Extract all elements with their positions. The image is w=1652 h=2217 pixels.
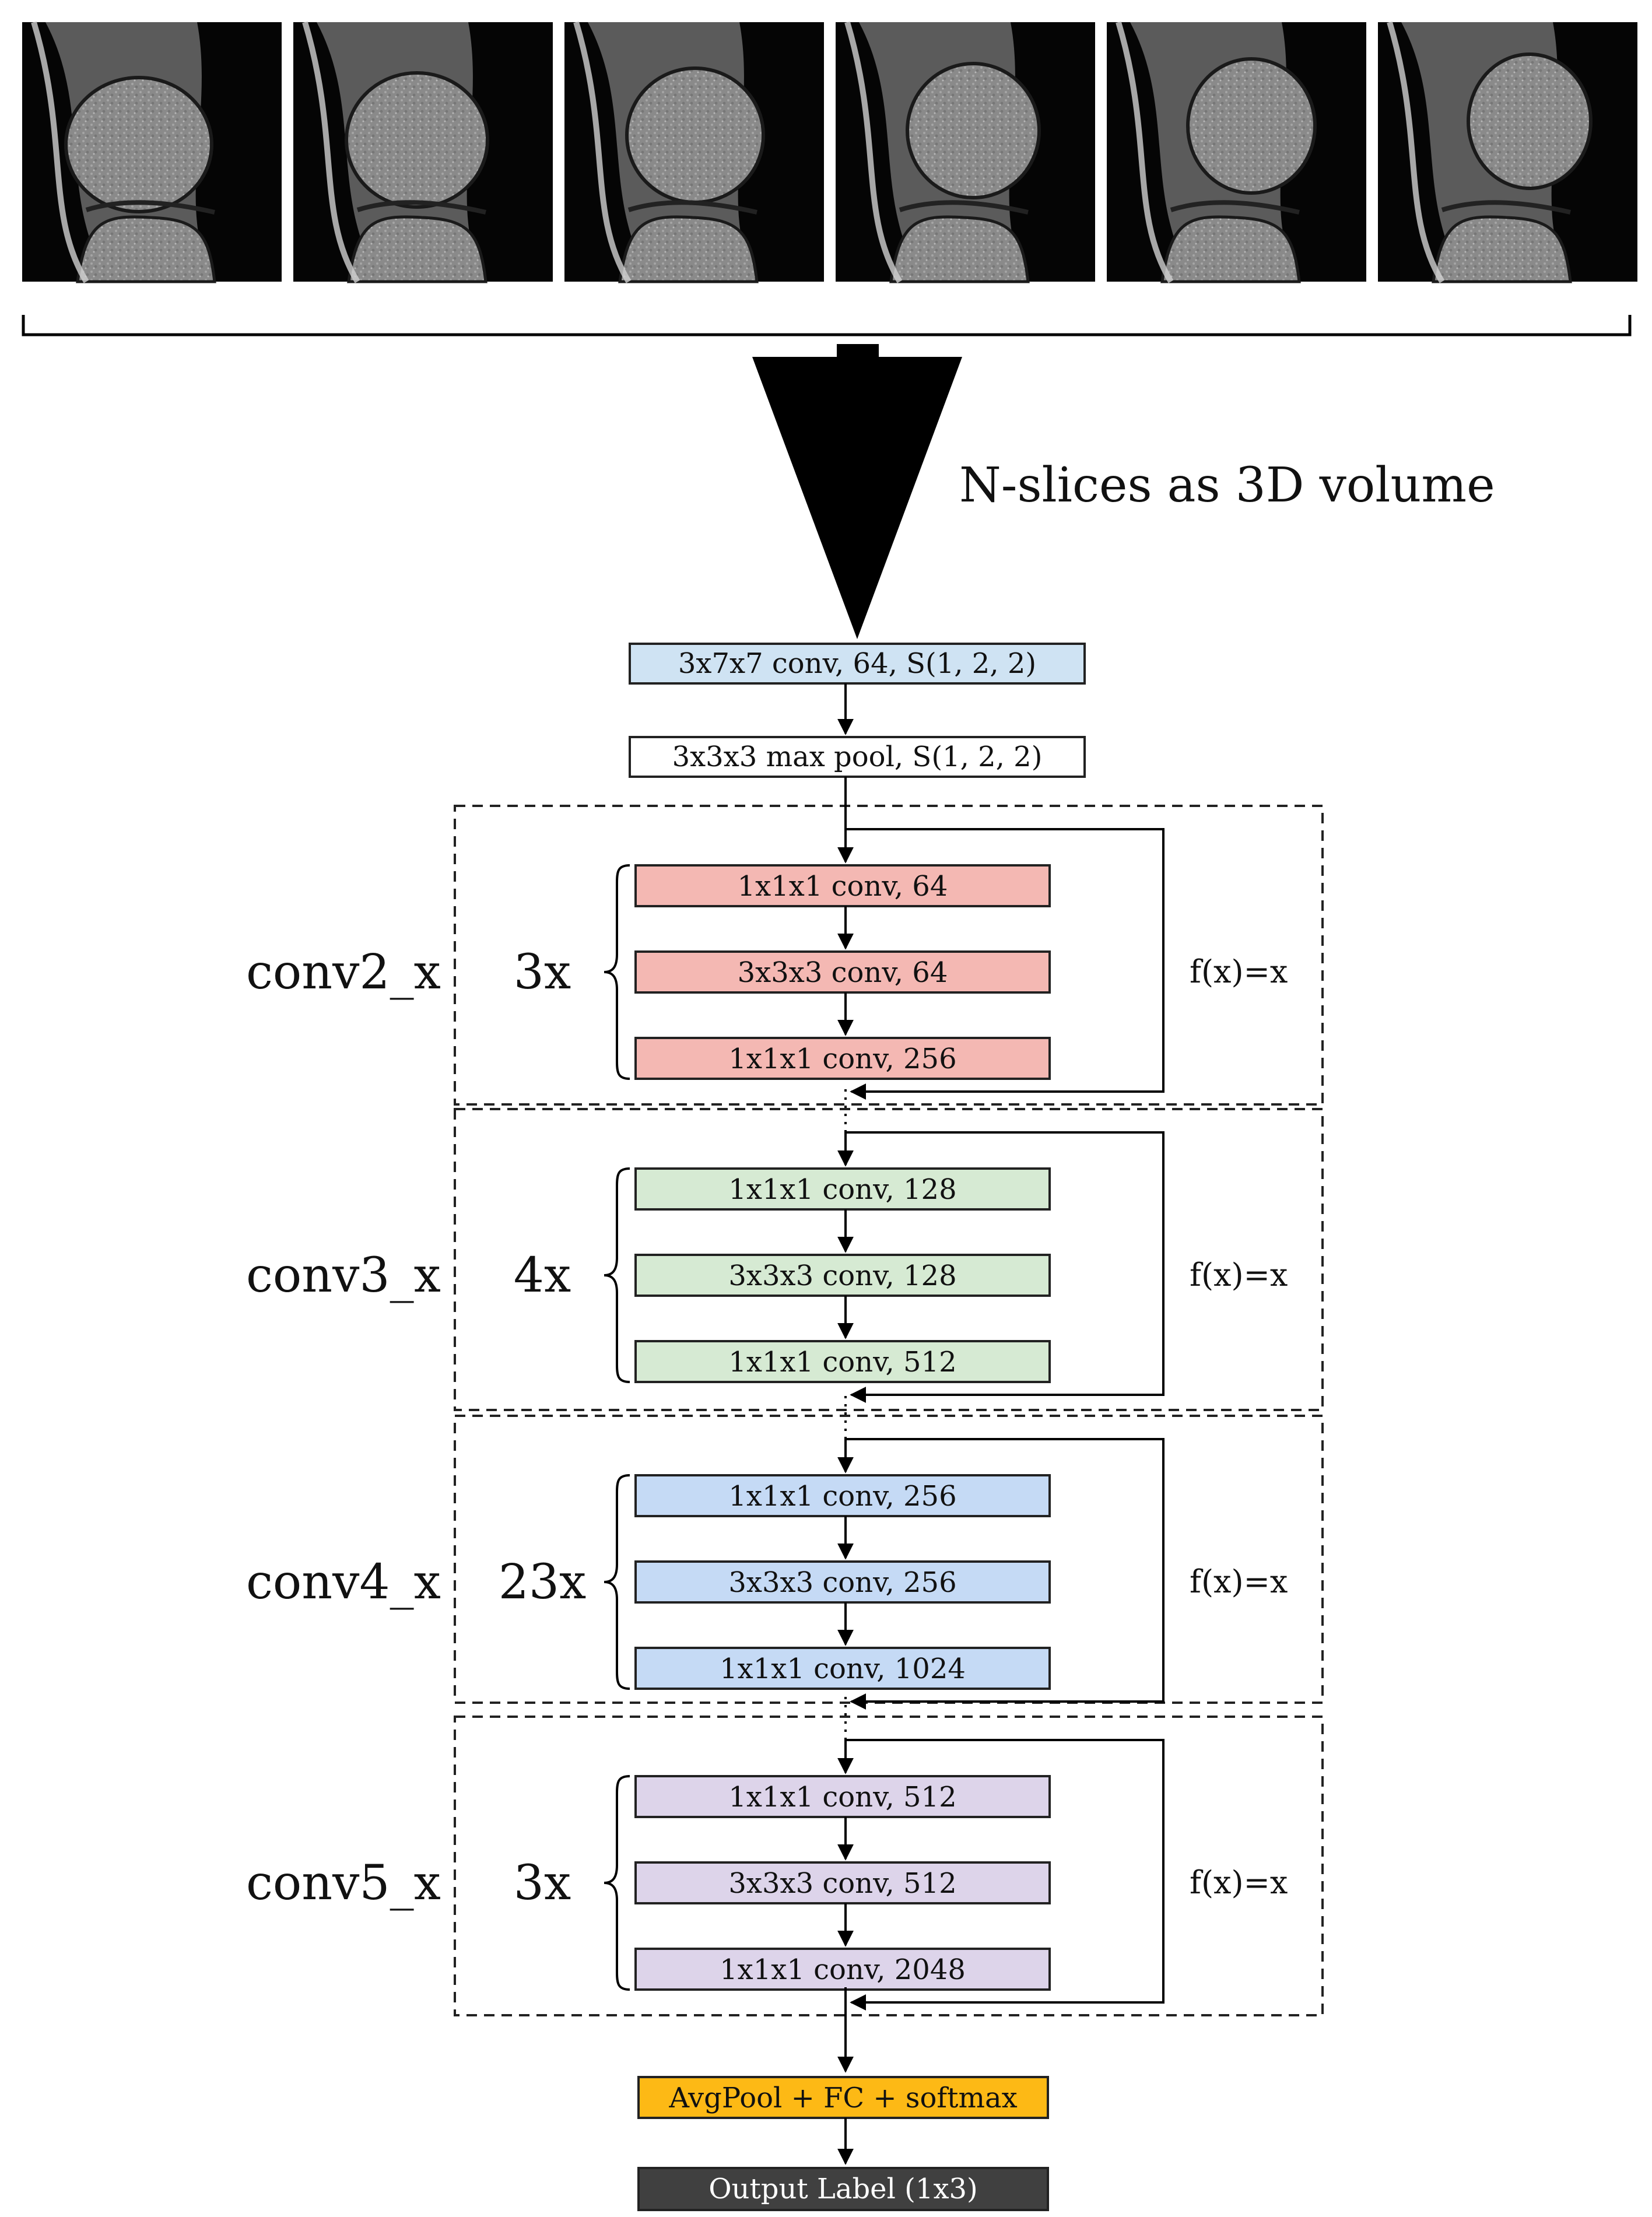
layer-box: 1x1x1 conv, 512 bbox=[634, 1340, 1051, 1383]
stem-pool-label: 3x3x3 max pool, S(1, 2, 2) bbox=[672, 741, 1043, 773]
layer-label: 1x1x1 conv, 256 bbox=[728, 1043, 956, 1075]
layer-label: 1x1x1 conv, 512 bbox=[728, 1781, 956, 1813]
mri-slice-image bbox=[22, 21, 282, 283]
layer-label: 3x3x3 conv, 64 bbox=[738, 956, 948, 989]
skip-label: f(x)=x bbox=[1190, 1257, 1288, 1293]
slices-bracket bbox=[22, 315, 1632, 336]
layer-box: 1x1x1 conv, 2048 bbox=[634, 1948, 1051, 1991]
layer-rect bbox=[634, 1037, 1051, 1080]
layer-rect bbox=[634, 1775, 1051, 1818]
layer-label: 1x1x1 conv, 512 bbox=[728, 1346, 956, 1378]
layer-label: 1x1x1 conv, 64 bbox=[738, 870, 948, 903]
layer-label: 3x3x3 conv, 128 bbox=[728, 1260, 956, 1292]
layer-label: 1x1x1 conv, 128 bbox=[728, 1173, 956, 1206]
skip-connection bbox=[846, 1739, 1165, 2011]
layer-label: 1x1x1 conv, 2048 bbox=[720, 1953, 966, 1986]
residual-stages: 1x1x1 conv, 64 3x3x3 conv, 64 1x1x1 conv, … bbox=[246, 777, 1324, 2016]
mri-slices-strip bbox=[22, 21, 1637, 283]
stage-name: conv4_x bbox=[246, 1555, 441, 1610]
stem-pool-rect bbox=[629, 736, 1086, 778]
layer-rect bbox=[634, 1560, 1051, 1604]
funnel-arrow bbox=[752, 344, 962, 639]
output-rect bbox=[637, 2167, 1049, 2211]
stage-name: conv3_x bbox=[246, 1248, 441, 1303]
layer-box: 1x1x1 conv, 1024 bbox=[634, 1647, 1051, 1690]
layer-rect bbox=[634, 1474, 1051, 1517]
mri-slice-image bbox=[564, 21, 824, 283]
layer-rect bbox=[634, 950, 1051, 994]
layer-box: 3x3x3 conv, 256 bbox=[634, 1560, 1051, 1604]
stem-pool-box: 3x3x3 max pool, S(1, 2, 2) bbox=[629, 736, 1086, 778]
stage-conv2-x: 1x1x1 conv, 64 3x3x3 conv, 64 1x1x1 conv, … bbox=[246, 777, 1324, 1106]
stage-repeat: 3x bbox=[514, 1855, 571, 1911]
repeat-brace bbox=[604, 1474, 630, 1690]
layer-box: 1x1x1 conv, 64 bbox=[634, 864, 1051, 907]
stage-frame bbox=[454, 1716, 1324, 2016]
layer-label: 1x1x1 conv, 256 bbox=[728, 1480, 956, 1513]
mri-slice-image bbox=[836, 21, 1095, 283]
stage-conv3-x: 1x1x1 conv, 128 3x3x3 conv, 128 1x1x1 conv… bbox=[246, 1089, 1324, 1411]
stage-conv4-x: 1x1x1 conv, 256 3x3x3 conv, 256 1x1x1 conv… bbox=[246, 1396, 1324, 1710]
skip-label: f(x)=x bbox=[1190, 1864, 1288, 1901]
repeat-brace bbox=[604, 864, 630, 1080]
layer-box: 1x1x1 conv, 256 bbox=[634, 1474, 1051, 1517]
head-box: AvgPool + FC + softmax bbox=[637, 2076, 1049, 2119]
layer-box: 1x1x1 conv, 512 bbox=[634, 1775, 1051, 1818]
stem-conv-box: 3x7x7 conv, 64, S(1, 2, 2) bbox=[629, 643, 1086, 685]
stage-frame bbox=[454, 1108, 1324, 1411]
mri-slice-image bbox=[1107, 21, 1366, 283]
layer-rect bbox=[634, 1647, 1051, 1690]
layer-rect bbox=[634, 864, 1051, 907]
layer-box: 1x1x1 conv, 128 bbox=[634, 1167, 1051, 1211]
stage-repeat: 3x bbox=[514, 945, 571, 1000]
mri-slice-image bbox=[293, 21, 553, 283]
layer-label: 3x3x3 conv, 512 bbox=[728, 1867, 956, 1900]
layer-box: 3x3x3 conv, 64 bbox=[634, 950, 1051, 994]
layer-box: 1x1x1 conv, 256 bbox=[634, 1037, 1051, 1080]
repeat-brace bbox=[604, 1167, 630, 1383]
head-label: AvgPool + FC + softmax bbox=[668, 2082, 1017, 2114]
volume-caption: N-slices as 3D volume bbox=[959, 458, 1495, 513]
skip-label: f(x)=x bbox=[1190, 1563, 1288, 1600]
layer-box: 3x3x3 conv, 128 bbox=[634, 1254, 1051, 1297]
skip-connection bbox=[846, 1131, 1165, 1403]
layer-rect bbox=[634, 1861, 1051, 1904]
mri-slice-image bbox=[1378, 21, 1637, 283]
layer-label: 1x1x1 conv, 1024 bbox=[720, 1653, 966, 1685]
stage-conv5-x: 1x1x1 conv, 512 3x3x3 conv, 512 1x1x1 conv… bbox=[246, 1697, 1324, 2016]
layer-rect bbox=[634, 1254, 1051, 1297]
skip-connection bbox=[846, 828, 1165, 1100]
layer-rect bbox=[634, 1167, 1051, 1211]
output-label: Output Label (1x3) bbox=[708, 2173, 978, 2205]
stage-repeat: 4x bbox=[514, 1248, 571, 1303]
layer-rect bbox=[634, 1948, 1051, 1991]
output-box: Output Label (1x3) bbox=[637, 2167, 1049, 2211]
stem-conv-rect bbox=[629, 643, 1086, 685]
stage-name: conv5_x bbox=[246, 1855, 441, 1911]
stage-frame bbox=[454, 805, 1324, 1106]
stage-repeat: 23x bbox=[499, 1555, 587, 1610]
stem-conv-label: 3x7x7 conv, 64, S(1, 2, 2) bbox=[678, 647, 1036, 680]
repeat-brace bbox=[604, 1775, 630, 1991]
stage-name: conv2_x bbox=[246, 945, 441, 1000]
skip-label: f(x)=x bbox=[1190, 953, 1288, 990]
head-rect bbox=[637, 2076, 1049, 2119]
layer-rect bbox=[634, 1340, 1051, 1383]
layer-label: 3x3x3 conv, 256 bbox=[728, 1566, 956, 1599]
skip-connection bbox=[846, 1438, 1165, 1710]
layer-box: 3x3x3 conv, 512 bbox=[634, 1861, 1051, 1904]
